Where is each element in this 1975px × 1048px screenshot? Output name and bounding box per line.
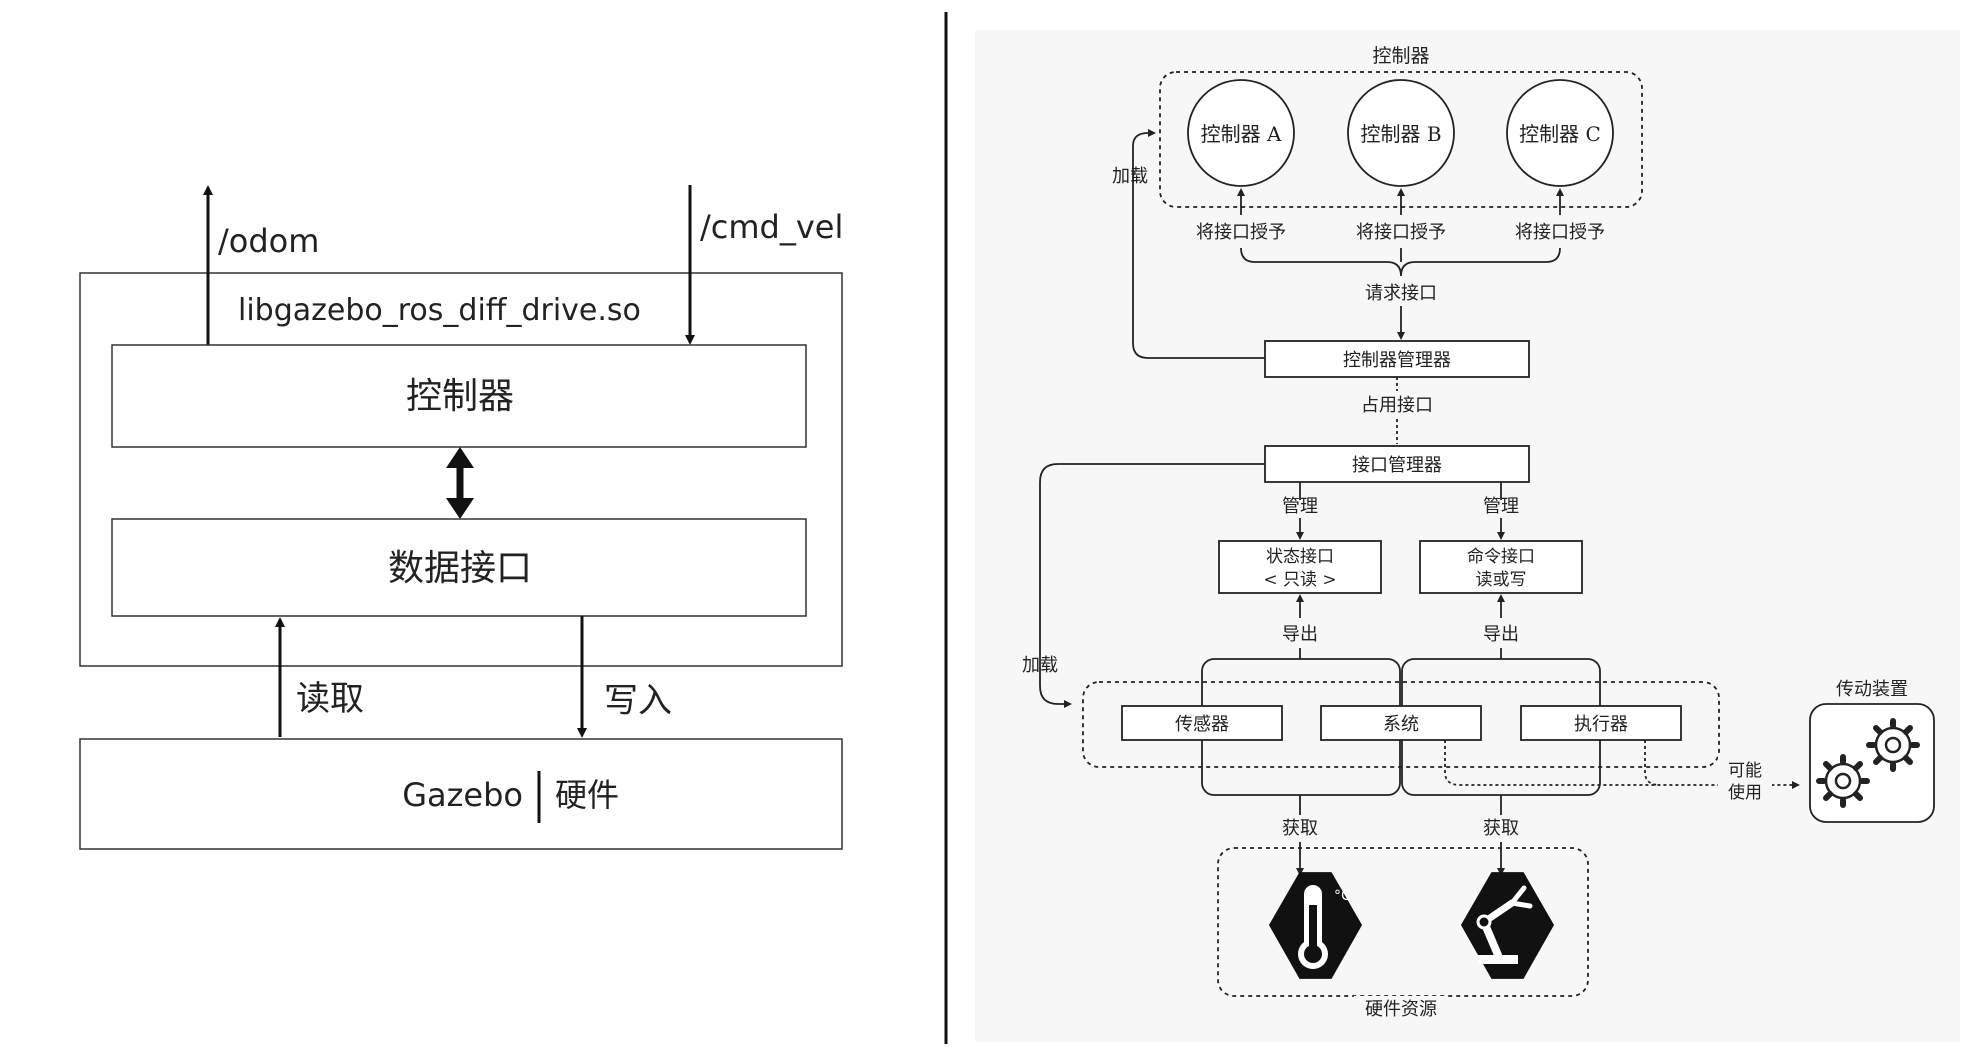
acquire-label-actuator: 获取 bbox=[1483, 818, 1519, 839]
controller-box bbox=[111, 344, 807, 448]
thermometer-icon: °C bbox=[1268, 872, 1363, 979]
state-interface-readonly: < 只读 > bbox=[1263, 570, 1336, 590]
load-label-bottom: 加载 bbox=[1022, 655, 1058, 676]
export-label-command: 导出 bbox=[1483, 624, 1519, 645]
grant-label-c: 将接口授予 bbox=[1515, 222, 1605, 243]
state-interface-box bbox=[1218, 540, 1382, 594]
load-path-top bbox=[1132, 129, 1265, 359]
svg-text:°C: °C bbox=[1334, 888, 1351, 904]
controller-manager-label: 控制器管理器 bbox=[1343, 350, 1451, 371]
controller-b-node bbox=[1347, 79, 1455, 187]
actuator-box bbox=[1520, 705, 1682, 741]
write-label: 写入 bbox=[604, 681, 672, 721]
maybe-use-path-actuator bbox=[1644, 740, 1661, 786]
data-interface-box-label: 数据接口 bbox=[388, 548, 532, 589]
controller-c-label: 控制器 C bbox=[1519, 122, 1601, 146]
sensor-box bbox=[1121, 705, 1283, 741]
interface-manager-label: 接口管理器 bbox=[1352, 455, 1442, 476]
cmd-vel-topic-label: /cmd_vel bbox=[700, 208, 843, 246]
plugin-name: libgazebo_ros_diff_drive.so bbox=[238, 293, 641, 328]
plugin-outer-box bbox=[79, 272, 843, 667]
gazebo-label: Gazebo bbox=[402, 776, 523, 814]
claim-interface-label: 占用接口 bbox=[1361, 395, 1433, 416]
controller-a-label: 控制器 A bbox=[1201, 122, 1282, 146]
export-label-state: 导出 bbox=[1282, 624, 1318, 645]
controller-b-label: 控制器 B bbox=[1360, 122, 1441, 146]
controllers-group-title: 控制器 bbox=[1372, 45, 1429, 67]
maybe-use-label-2: 使用 bbox=[1728, 782, 1762, 803]
system-box bbox=[1320, 705, 1482, 741]
robot-arm-icon bbox=[1460, 872, 1555, 979]
transmission-title: 传动装置 bbox=[1836, 679, 1908, 700]
load-path-bottom bbox=[1039, 463, 1265, 708]
command-interface-label: 命令接口 bbox=[1467, 547, 1535, 567]
gears-icon bbox=[1816, 718, 1920, 808]
load-label-top: 加载 bbox=[1112, 166, 1148, 187]
controller-c-node bbox=[1506, 79, 1614, 187]
components-group bbox=[1082, 681, 1720, 768]
command-interface-readwrite: 读或写 bbox=[1476, 570, 1527, 590]
bidirectional-arrow bbox=[446, 447, 474, 519]
system-label: 系统 bbox=[1383, 714, 1419, 735]
odom-topic-label: /odom bbox=[218, 222, 319, 260]
simulation-hardware-box bbox=[79, 738, 843, 850]
hardware-resources-label: 硬件资源 bbox=[1365, 999, 1437, 1020]
request-interface-label: 请求接口 bbox=[1365, 283, 1437, 304]
grant-label-a: 将接口授予 bbox=[1196, 222, 1286, 243]
right-panel-background bbox=[975, 30, 1960, 1042]
gazebo-plugin-diagram: /odom /cmd_vel libgazebo_ros_diff_drive.… bbox=[79, 185, 843, 850]
state-interface-label: 状态接口 bbox=[1266, 547, 1334, 567]
acquire-label-sensor: 获取 bbox=[1282, 818, 1318, 839]
claim-label-bg bbox=[1355, 391, 1439, 419]
hardware-label: 硬件 bbox=[555, 776, 619, 814]
sensor-label: 传感器 bbox=[1175, 714, 1229, 735]
maybe-use-path bbox=[1444, 740, 1800, 789]
grant-bracket bbox=[1240, 247, 1561, 277]
ros2-control-diagram: 控制器 控制器 A 控制器 B 控制器 C 将接口授予 将接口授予 将接口授予 … bbox=[975, 30, 1960, 1042]
manage-label-command: 管理 bbox=[1483, 496, 1519, 517]
interface-manager-box bbox=[1264, 445, 1530, 483]
manage-label-state: 管理 bbox=[1282, 496, 1318, 517]
maybe-use-label-1: 可能 bbox=[1728, 761, 1762, 781]
grant-label-b: 将接口授予 bbox=[1356, 222, 1446, 243]
data-interface-box bbox=[111, 518, 807, 617]
controller-box-label: 控制器 bbox=[406, 376, 514, 417]
actuator-label: 执行器 bbox=[1574, 714, 1628, 735]
read-label: 读取 bbox=[296, 679, 364, 719]
command-interface-box bbox=[1419, 540, 1583, 594]
hardware-resources-label-bg bbox=[1354, 996, 1448, 1022]
maybe-use-bg bbox=[1718, 756, 1772, 804]
controller-a-node bbox=[1187, 79, 1295, 187]
